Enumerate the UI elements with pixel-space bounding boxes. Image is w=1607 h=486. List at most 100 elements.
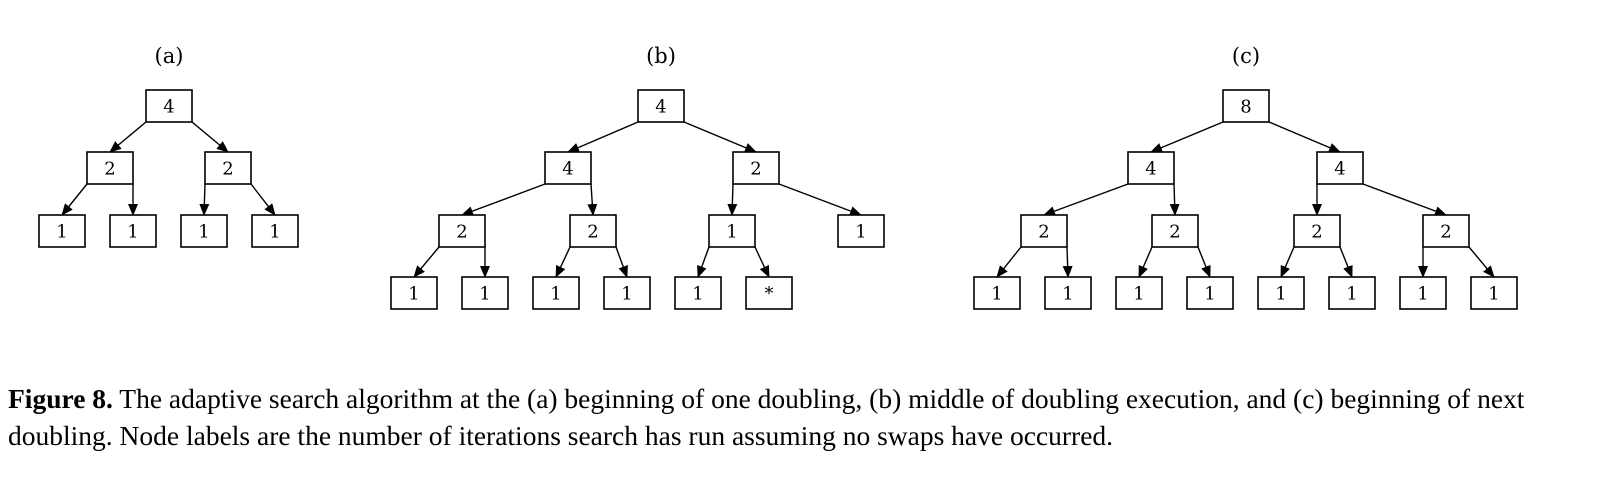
tree-node-b6: 1 — [837, 214, 885, 248]
caption-label: Figure 8. — [8, 383, 113, 414]
tree-node-c4: 2 — [1151, 214, 1199, 248]
edge-a0-a1 — [109, 121, 147, 153]
node-label: 2 — [750, 159, 761, 180]
tree-node-b12: * — [745, 276, 793, 310]
tree-node-b10: 1 — [603, 276, 651, 310]
node-label: 4 — [655, 97, 666, 118]
tree-node-c13: 1 — [1399, 276, 1447, 310]
node-box — [109, 214, 157, 248]
node-box — [837, 214, 885, 248]
edge-a2-a5 — [199, 183, 210, 216]
edge-a0-a2 — [191, 121, 229, 153]
edge-c3-c8 — [1062, 246, 1073, 278]
tree-node-b7: 1 — [390, 276, 438, 310]
tree-node-a2: 2 — [204, 151, 252, 185]
node-label: 1 — [479, 284, 490, 305]
node-box — [569, 214, 617, 248]
node-label: 8 — [1240, 97, 1251, 118]
edge-b5-b11 — [697, 246, 710, 278]
tree-node-b3: 2 — [438, 214, 486, 248]
node-box — [251, 214, 299, 248]
node-box — [1328, 276, 1376, 310]
node-box — [461, 276, 509, 310]
tree-node-b0: 4 — [637, 89, 685, 123]
edge-a2-a6 — [250, 183, 276, 216]
node-label: 1 — [56, 222, 67, 243]
edge-c5-c12 — [1339, 246, 1353, 278]
edge-c5-c11 — [1280, 246, 1295, 278]
node-box — [708, 214, 756, 248]
tree-node-a5: 1 — [180, 214, 228, 248]
node-label: 2 — [1440, 222, 1451, 243]
node-label: 1 — [198, 222, 209, 243]
tree-node-a3: 1 — [38, 214, 86, 248]
tree-node-a6: 1 — [251, 214, 299, 248]
edge-b4-b9 — [555, 246, 571, 278]
node-label: 1 — [855, 222, 866, 243]
tree-node-c1: 4 — [1127, 151, 1175, 185]
node-label: 4 — [1145, 159, 1156, 180]
node-label: 1 — [127, 222, 138, 243]
node-label: 1 — [1204, 284, 1215, 305]
node-box — [973, 276, 1021, 310]
edge-c6-c14 — [1468, 246, 1495, 278]
node-label: 1 — [621, 284, 632, 305]
node-label: 4 — [163, 97, 174, 118]
node-box — [38, 214, 86, 248]
tree-node-b8: 1 — [461, 276, 509, 310]
node-box — [745, 276, 793, 310]
node-label: 1 — [408, 284, 419, 305]
edge-b3-b7 — [413, 246, 440, 278]
node-label: 1 — [550, 284, 561, 305]
node-box — [1115, 276, 1163, 310]
node-box — [204, 151, 252, 185]
node-label: 1 — [991, 284, 1002, 305]
figure-caption: Figure 8. The adaptive search algorithm … — [8, 380, 1600, 454]
node-box — [145, 89, 193, 123]
tree-node-c0: 8 — [1222, 89, 1270, 123]
tree-node-a1: 2 — [86, 151, 134, 185]
tree-node-c9: 1 — [1115, 276, 1163, 310]
edge-c0-c1 — [1150, 121, 1224, 153]
node-label: 1 — [1062, 284, 1073, 305]
node-label: 2 — [1311, 222, 1322, 243]
edge-b4-b10 — [615, 246, 628, 278]
node-label: * — [765, 284, 774, 305]
node-box — [390, 276, 438, 310]
node-label: 1 — [1346, 284, 1357, 305]
edge-b5-b12 — [754, 246, 770, 278]
node-label: 1 — [1133, 284, 1144, 305]
tree-node-c5: 2 — [1293, 214, 1341, 248]
node-label: 1 — [1488, 284, 1499, 305]
edge-b1-b4 — [587, 183, 598, 216]
node-label: 2 — [222, 159, 233, 180]
node-box — [1470, 276, 1518, 310]
node-label: 4 — [562, 159, 573, 180]
node-box — [1020, 214, 1068, 248]
node-box — [1151, 214, 1199, 248]
tree-node-b11: 1 — [674, 276, 722, 310]
node-box — [1257, 276, 1305, 310]
edge-c1-c4 — [1169, 183, 1180, 216]
edge-c2-c6 — [1362, 183, 1447, 216]
tree-node-c6: 2 — [1422, 214, 1470, 248]
node-box — [603, 276, 651, 310]
subfigure-label-c: (c) — [1232, 44, 1260, 68]
edge-c3-c7 — [996, 246, 1022, 278]
node-box — [180, 214, 228, 248]
node-box — [1422, 214, 1470, 248]
tree-node-b4: 2 — [569, 214, 617, 248]
edge-b2-b6 — [778, 183, 862, 216]
tree-node-c2: 4 — [1316, 151, 1364, 185]
edge-a1-a3 — [61, 183, 88, 216]
edge-c4-c9 — [1138, 246, 1153, 278]
node-label: 2 — [1169, 222, 1180, 243]
node-box — [1222, 89, 1270, 123]
edge-c1-c3 — [1043, 183, 1129, 216]
tree-node-b5: 1 — [708, 214, 756, 248]
tree-node-c8: 1 — [1044, 276, 1092, 310]
node-label: 2 — [104, 159, 115, 180]
edge-b0-b1 — [567, 121, 639, 153]
edge-c4-c10 — [1197, 246, 1211, 278]
